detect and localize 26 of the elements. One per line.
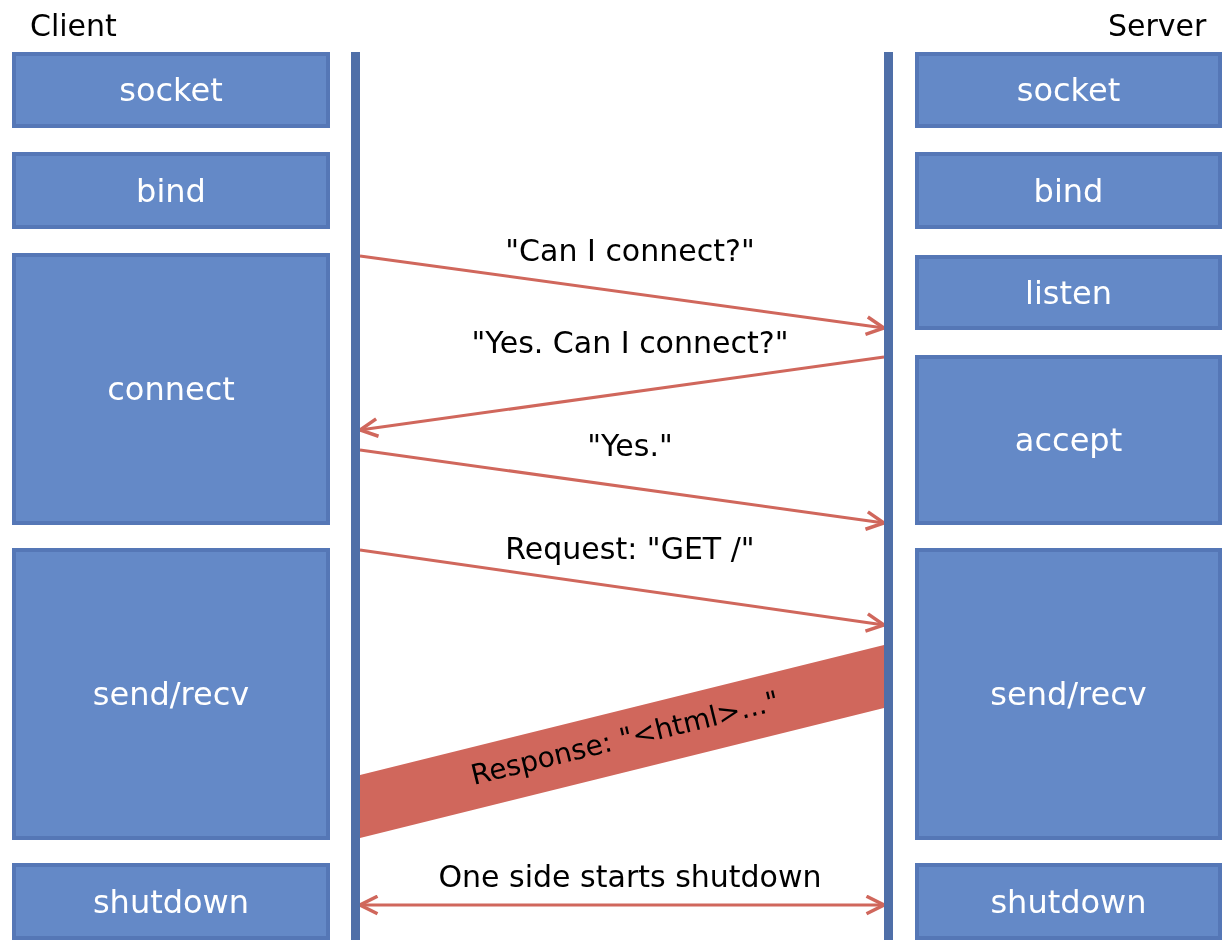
edge-label: "Can I connect?" xyxy=(505,232,755,268)
function-box: listen xyxy=(915,255,1222,330)
function-box: socket xyxy=(12,52,330,128)
data-band xyxy=(360,645,884,838)
edge-label: "Yes. Can I connect?" xyxy=(471,324,789,360)
function-box: accept xyxy=(915,355,1222,525)
arrow xyxy=(359,548,886,633)
edge-label: "Yes." xyxy=(587,427,673,463)
arrow xyxy=(359,254,886,337)
lifeline-bar xyxy=(884,52,893,940)
function-box: bind xyxy=(12,152,330,229)
edge-label: One side starts shutdown xyxy=(438,858,822,894)
function-box: bind xyxy=(915,152,1222,229)
arrow xyxy=(358,355,885,438)
side-heading: Server xyxy=(1108,8,1207,43)
lifeline-bar xyxy=(351,52,360,940)
function-box: send/recv xyxy=(12,548,330,840)
arrow xyxy=(358,894,886,916)
function-box: shutdown xyxy=(915,863,1222,940)
side-heading: Client xyxy=(30,8,117,43)
function-box: socket xyxy=(915,52,1222,128)
function-box: shutdown xyxy=(12,863,330,940)
edge-label: Request: "GET /" xyxy=(505,530,755,566)
arrow xyxy=(359,448,886,531)
function-box: send/recv xyxy=(915,548,1222,840)
function-box: connect xyxy=(12,253,330,525)
